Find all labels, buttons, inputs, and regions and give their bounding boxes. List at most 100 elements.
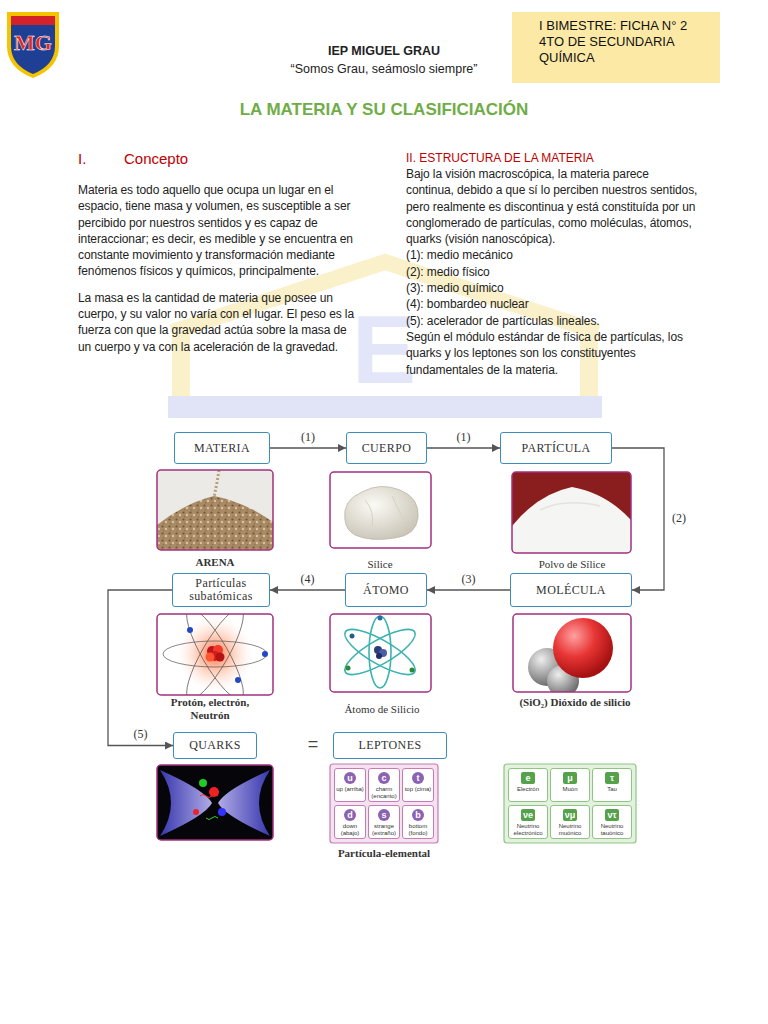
powder-pile [512, 487, 631, 553]
text-column: II. ESTRUCTURA DE LA MATERIABajo la visi… [406, 150, 698, 378]
step-number: (5) [134, 727, 148, 742]
node-label: CUERPO [362, 442, 412, 455]
header-line: 4TO DE SECUNDARIA [539, 34, 720, 50]
list-item: (4): bombardeo nuclear [406, 296, 698, 312]
image-caption: ARENA [165, 556, 265, 569]
node-label: LEPTONES [359, 739, 422, 752]
neutron [206, 653, 215, 662]
list-item: (1): medio mecánico [406, 247, 698, 263]
flow-arrow [427, 447, 500, 448]
orbit [163, 641, 267, 667]
node-label: ÁTOMO [363, 584, 409, 597]
subatomic-illustration [157, 614, 273, 695]
section-heading: II. ESTRUCTURA DE LA MATERIA [406, 150, 698, 166]
particle-name: bottom (fondo) [404, 823, 432, 836]
body-paragraph: Materia es todo aquello que ocupa un lug… [78, 182, 361, 280]
image-caption: Partícula-elemental [324, 847, 444, 860]
flow-arrow [108, 590, 173, 746]
text-column: Materia es todo aquello que ocupa un lug… [78, 182, 361, 355]
step-number: (2) [672, 511, 686, 526]
silicon-atom-illustration [330, 614, 431, 692]
photo-background [157, 614, 273, 695]
school-logo [7, 12, 59, 78]
electron [262, 651, 268, 657]
electron [235, 677, 241, 683]
logo-shield [11, 16, 55, 74]
quark-cell: ttop (cima) [402, 768, 434, 802]
photo-frame [157, 765, 273, 840]
photo-background [330, 614, 431, 692]
image-caption: Polvo de Sílice [512, 558, 632, 571]
electron [187, 627, 193, 633]
flow-arrow [612, 448, 664, 590]
powder-shade [540, 503, 600, 510]
node-label: Partículas subatómicas [176, 577, 266, 603]
rock [345, 486, 419, 539]
process-box: LEPTONES [333, 732, 447, 759]
photo-background [512, 472, 631, 553]
lepton-cell: eElectrón [508, 768, 548, 802]
page-title: LA MATERIA Y SU CLASIFICIACIÓN [0, 100, 768, 120]
body-paragraph: La masa es la cantidad de materia que po… [78, 290, 361, 355]
header-box: I BIMESTRE: FICHA N° 24TO DE SECUNDARIAQ… [512, 12, 720, 83]
particle-symbol: s [378, 809, 390, 821]
flow-arrow [270, 447, 346, 448]
process-box: Partículas subatómicas [172, 573, 270, 607]
quark-dot [218, 808, 226, 816]
lepton-cell: νμNeutrino muónico [550, 805, 590, 839]
header-line: I BIMESTRE: FICHA N° 2 [539, 18, 720, 34]
list-item: (5): acelerador de partículas lineales. [406, 313, 698, 329]
orbit [178, 614, 253, 695]
step-number: (1) [301, 430, 315, 445]
photo-frame [330, 614, 431, 692]
quark-cell: uup (arriba) [334, 768, 366, 802]
particle-symbol: c [378, 772, 390, 784]
particle-name: Electrón [517, 786, 539, 793]
gluon-line [206, 817, 218, 820]
header-line: QUÍMICA [539, 50, 720, 66]
particle-symbol: νe [521, 809, 535, 821]
equals-sign: = [300, 734, 326, 755]
proton [216, 653, 225, 662]
orbit [339, 622, 420, 683]
node-label: MATERIA [194, 442, 250, 455]
flow-arrow [270, 589, 345, 590]
node-label: PARTÍCULA [521, 442, 590, 455]
image-caption: Sílice [330, 558, 430, 571]
silicon-dioxide-molecule [513, 614, 631, 692]
rock-texture [365, 496, 404, 526]
process-box: QUARKS [173, 732, 257, 759]
particle-name: down (abajo) [336, 823, 364, 836]
photo-frame [513, 614, 631, 692]
flow-arrow [427, 589, 510, 590]
particle-name: top (cima) [405, 786, 432, 793]
logo-initials: MG [11, 30, 55, 56]
particle-symbol: e [521, 772, 535, 784]
silicon-sphere [553, 618, 613, 678]
particle-symbol: νμ [563, 809, 577, 821]
body-paragraph: Bajo la visión macroscópica, la materia … [406, 166, 698, 247]
particle-name: charm (encanto) [370, 786, 398, 799]
particle-symbol: τ [605, 772, 619, 784]
process-box: ÁTOMO [345, 573, 427, 607]
lepton-table-frame [504, 764, 636, 843]
particle-name: Muón [562, 786, 577, 793]
process-box: CUERPO [346, 432, 427, 464]
photo-background [330, 472, 431, 548]
lepton-cell: νeNeutrino electrónico [508, 805, 548, 839]
list-item: (2): medio físico [406, 264, 698, 280]
particle-symbol: d [344, 809, 356, 821]
logo-band [11, 16, 55, 25]
step-number: (1) [457, 430, 471, 445]
quark-cell: d down (abajo) [334, 805, 366, 839]
sand-photo [157, 470, 273, 550]
photo-background [157, 765, 273, 840]
process-box: PARTÍCULA [500, 432, 612, 464]
particle-symbol: b [412, 809, 424, 821]
particle-name: up (arriba) [336, 786, 364, 793]
quark-dot [199, 779, 207, 787]
particle-symbol: ντ [605, 809, 619, 821]
